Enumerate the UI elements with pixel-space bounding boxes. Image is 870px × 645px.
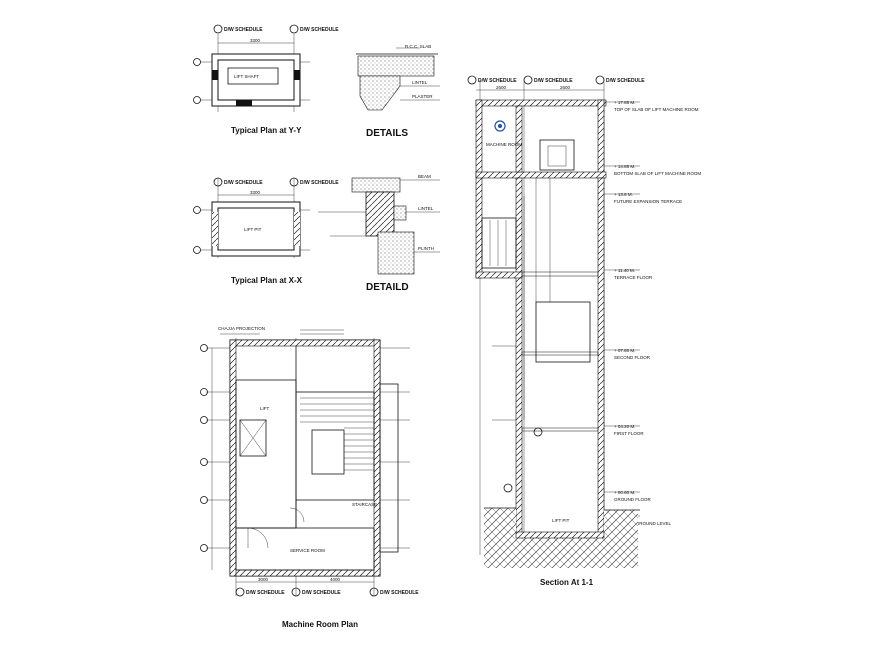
details-2: BEAM LINTEL PLINTH xyxy=(318,174,440,275)
grid-tag: D/W SCHEDULE xyxy=(300,27,339,33)
svg-text:3000: 3000 xyxy=(258,577,269,582)
grid-tag: D/W SCHEDULE xyxy=(224,180,263,186)
svg-text:+ 13.8 M.: + 13.8 M. xyxy=(614,192,633,197)
grid-tag: D/W SCHEDULE xyxy=(380,590,419,596)
room-label: LIFT SHAFT xyxy=(234,74,259,79)
level-markers: + 17.85 M. TOP OF SLAB OF LIFT MACHINE R… xyxy=(604,100,701,526)
svg-text:FUTURE EXPANSION TERRACE: FUTURE EXPANSION TERRACE xyxy=(614,199,682,204)
svg-text:+ 07.80 M.: + 07.80 M. xyxy=(614,348,635,353)
svg-text:+ 04.20 M.: + 04.20 M. xyxy=(614,424,635,429)
svg-text:GROUND FLOOR: GROUND FLOOR xyxy=(614,497,652,502)
svg-text:LINTEL: LINTEL xyxy=(418,206,434,211)
drawing-title-machine-room: Machine Room Plan xyxy=(282,620,359,629)
svg-text:PLASTER: PLASTER xyxy=(412,94,433,99)
grid-tag: D/W SCHEDULE xyxy=(224,27,263,33)
svg-text:BEAM: BEAM xyxy=(418,174,431,179)
stair-treads xyxy=(300,397,374,471)
svg-text:BOTTOM SLAB OF LIFT MACHINE RO: BOTTOM SLAB OF LIFT MACHINE ROOM xyxy=(614,171,701,176)
staircase-label: STAIRCASE xyxy=(352,502,377,507)
svg-text:TOP OF SLAB OF LIFT MACHINE RO: TOP OF SLAB OF LIFT MACHINE ROOM xyxy=(614,107,699,112)
service-room-label: SERVICE ROOM xyxy=(290,548,325,553)
svg-text:2600: 2600 xyxy=(496,85,507,90)
drawing-title-section: Section At 1-1 xyxy=(540,578,594,587)
grid-tag: D/W SCHEDULE xyxy=(300,180,339,186)
grid-tag: D/W SCHEDULE xyxy=(606,78,645,84)
svg-text:3300: 3300 xyxy=(250,38,261,43)
room-label: LIFT PIT xyxy=(244,227,262,232)
lift-pit-label: LIFT PIT xyxy=(552,518,570,523)
details-1: R.C.C. SLAB LINTEL PLASTER xyxy=(356,44,440,111)
section-1-1: D/W SCHEDULE D/W SCHEDULE D/W SCHEDULE 2… xyxy=(467,75,701,568)
svg-text:+ 17.85 M.: + 17.85 M. xyxy=(614,100,635,105)
machine-room-plan: D/W SCHEDULE D/W SCHEDULE D/W SCHEDULE 3… xyxy=(200,326,419,597)
svg-text:R.C.C. SLAB: R.C.C. SLAB xyxy=(405,44,431,49)
grid-tag: D/W SCHEDULE xyxy=(534,78,573,84)
drawing-title-plan-y: Typical Plan at Y-Y xyxy=(231,126,302,135)
svg-text:NATURAL GROUND LEVEL: NATURAL GROUND LEVEL xyxy=(614,521,672,526)
drawing-title-plan-x: Typical Plan at X-X xyxy=(231,276,302,285)
grid-tag: D/W SCHEDULE xyxy=(246,590,285,596)
plan-y-y: D/W SCHEDULE D/W SCHEDULE 3300 LIFT SHAF… xyxy=(193,24,339,112)
svg-text:TERRACE FLOOR: TERRACE FLOOR xyxy=(614,275,653,280)
drawing-title-details-1: DETAILS xyxy=(366,128,409,139)
projection-label: CHAJJA PROJECTION xyxy=(218,326,265,331)
svg-text:FIRST FLOOR: FIRST FLOOR xyxy=(614,431,644,436)
lift-label: LIFT xyxy=(260,406,270,411)
svg-text:+ 11.40 M.: + 11.40 M. xyxy=(614,268,635,273)
drawing-title-details-2: DETAILD xyxy=(366,282,409,293)
svg-text:4000: 4000 xyxy=(330,577,341,582)
svg-text:2600: 2600 xyxy=(560,85,571,90)
plan-x-x: D/W SCHEDULE D/W SCHEDULE 3300 LIFT PIT xyxy=(193,177,339,258)
grid-tag: D/W SCHEDULE xyxy=(478,78,517,84)
svg-text:PLINTH: PLINTH xyxy=(418,246,434,251)
svg-text:+ 00.60 M.: + 00.60 M. xyxy=(614,490,635,495)
svg-text:+ 14.85 M.: + 14.85 M. xyxy=(614,164,635,169)
grid-tag: D/W SCHEDULE xyxy=(302,590,341,596)
machine-room-label: MACHINE ROOM xyxy=(486,142,522,147)
svg-text:SECOND FLOOR: SECOND FLOOR xyxy=(614,355,651,360)
svg-text:3300: 3300 xyxy=(250,190,261,195)
svg-text:LINTEL: LINTEL xyxy=(412,80,428,85)
